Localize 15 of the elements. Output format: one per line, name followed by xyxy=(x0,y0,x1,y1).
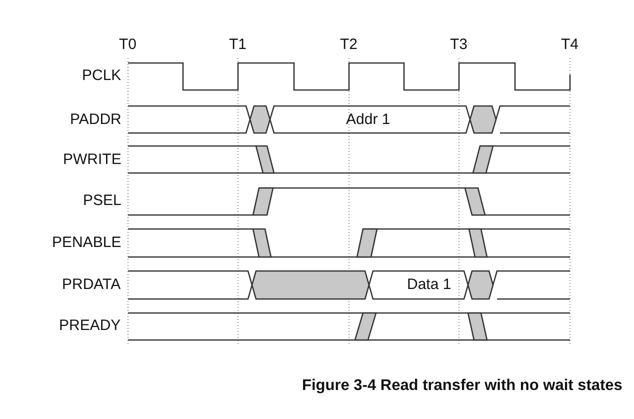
signal-name: PCLK xyxy=(82,67,122,85)
signal-name: PRDATA xyxy=(62,276,121,294)
time-label: T0 xyxy=(119,36,137,54)
signal-name: PSEL xyxy=(83,192,122,210)
time-label: T3 xyxy=(450,36,468,54)
signal-name: PREADY xyxy=(59,317,121,335)
time-label: T1 xyxy=(229,36,247,54)
signal-name: PENABLE xyxy=(52,234,122,252)
bus-value: Data 1 xyxy=(407,276,452,294)
signal-name: PADDR xyxy=(70,111,122,129)
signal-name: PWRITE xyxy=(63,151,122,169)
bus-value: Addr 1 xyxy=(346,111,390,129)
time-label: T4 xyxy=(561,36,579,54)
figure-caption: Figure 3-4 Read transfer with no wait states xyxy=(302,377,622,395)
time-label: T2 xyxy=(340,36,358,54)
